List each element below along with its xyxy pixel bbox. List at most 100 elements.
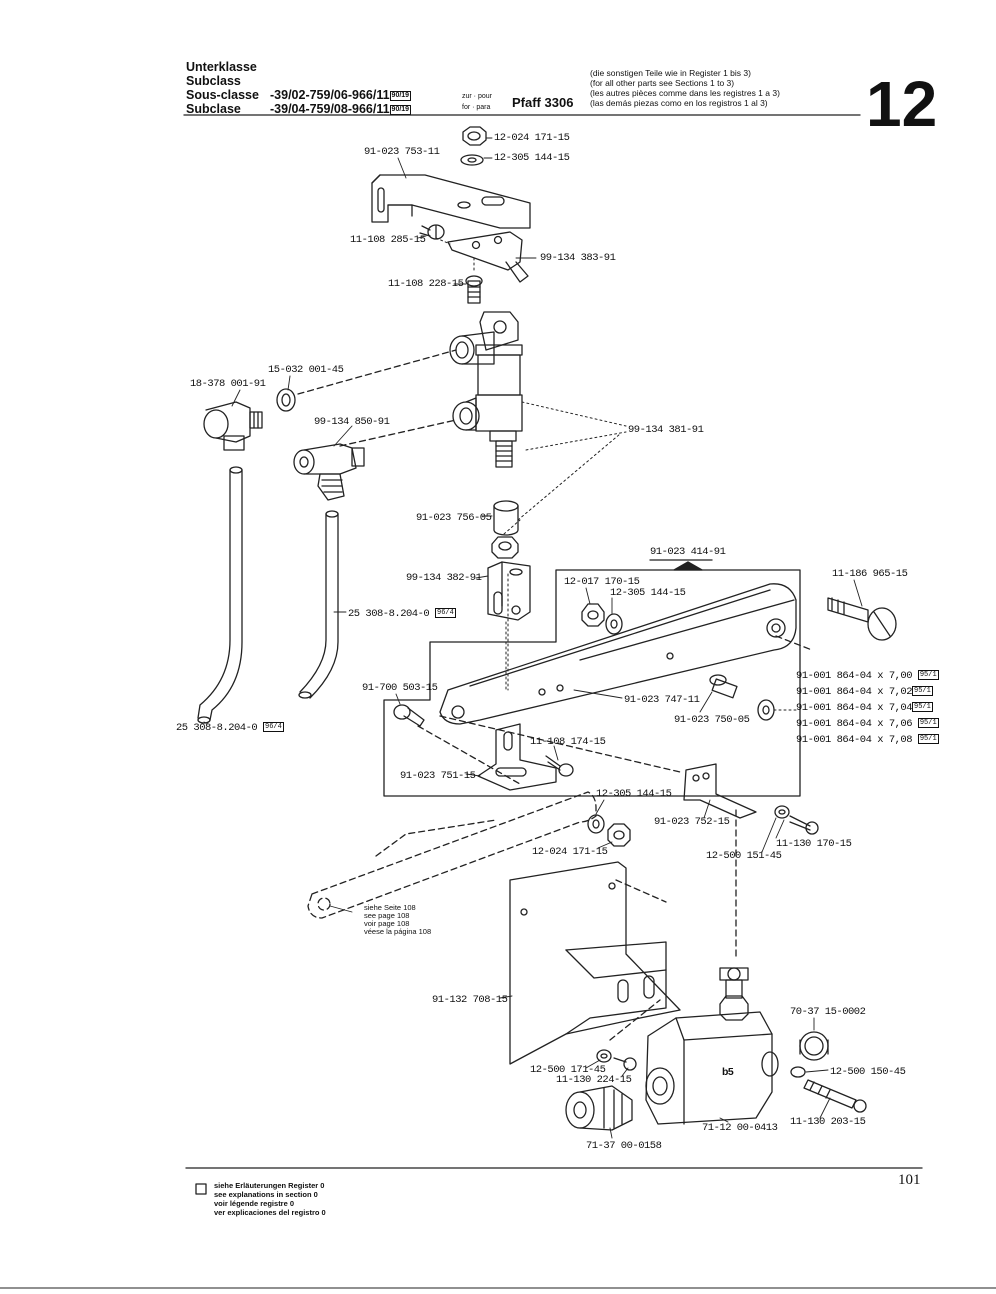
- pin: [709, 674, 738, 699]
- washer: [587, 814, 605, 834]
- long-screw: [803, 1079, 867, 1113]
- part-label: 12-305 144-15: [596, 788, 672, 800]
- part-label: 91-132 708-15: [432, 994, 508, 1006]
- part-label: 71-37 00-0158: [586, 1140, 662, 1152]
- badge: 95/1: [917, 734, 939, 745]
- slotted-bracket: [477, 723, 557, 791]
- angle-bracket-small: [683, 763, 757, 819]
- part-label: 12-305 144-15: [610, 587, 686, 599]
- see-page-note-en: see page 108: [364, 911, 410, 920]
- screw: [419, 224, 445, 240]
- badge: 95/1: [917, 670, 939, 681]
- part-label: 11-108 174-15: [530, 736, 606, 748]
- part-label: 70-37 15-0002: [790, 1006, 866, 1018]
- spacer-sleeve: [493, 500, 519, 536]
- header-label-subclass: Subclass: [186, 74, 241, 88]
- header-note-de: (die sonstigen Teile wie in Register 1 b…: [590, 68, 751, 78]
- header-label-subclase: Subclase: [186, 102, 241, 116]
- section-number: 12: [866, 68, 938, 140]
- header-note-en: (for all other parts see Sections 1 to 3…: [590, 78, 735, 88]
- header-note-es: (las demás piezas como en los registros …: [590, 98, 768, 108]
- part-label: 12-017 170-15: [564, 576, 640, 588]
- part-label: 99-134 383-91: [540, 252, 616, 264]
- footer-line-de: siehe Erläuterungen Register 0: [214, 1181, 325, 1190]
- part-label: 91-023 751-15: [400, 770, 476, 782]
- see-page-note-es: véese la página 108: [364, 927, 432, 936]
- hex-nut: [581, 603, 605, 627]
- header-for-para: for · para: [462, 104, 491, 111]
- shoulder-screw: [827, 597, 897, 641]
- part-label: 91-700 503-15: [362, 682, 438, 694]
- screw: [465, 275, 483, 304]
- elbow-fitting: [203, 401, 263, 451]
- legend-box-icon: [195, 1183, 207, 1195]
- header-zur-pour: zur · pour: [462, 93, 492, 100]
- hex-nut: [607, 823, 631, 847]
- screw: [545, 755, 574, 777]
- limit-switch: [645, 967, 779, 1125]
- part-label: 11-186 965-15: [832, 568, 908, 580]
- leader-lines: [435, 237, 797, 711]
- part-label: 11-108 285-15: [350, 234, 426, 246]
- part-label: 99-134 850-91: [314, 416, 390, 428]
- switch-designation: b5: [722, 1066, 734, 1078]
- cable-gland: [565, 1085, 633, 1131]
- assembly-lines: [297, 349, 813, 1041]
- part-label: 11-130 203-15: [790, 1116, 866, 1128]
- air-tube: [197, 466, 243, 724]
- badge: 95/1: [912, 686, 933, 697]
- mounting-plate: [447, 231, 529, 283]
- part-label: 99-134 381-91: [628, 424, 704, 436]
- washer: [460, 154, 484, 166]
- footer-line-en: see explanations in section 0: [214, 1190, 318, 1199]
- part-label: 11-130 224-15: [556, 1074, 632, 1086]
- blanking-plug: [799, 1031, 829, 1061]
- part-label: 12-305 144-15: [494, 152, 570, 164]
- switch-mounting-plate: [509, 861, 681, 1065]
- see-page-note-fr: voir page 108: [364, 919, 410, 928]
- part-label: 12-024 171-15: [532, 846, 608, 858]
- header-label-unterklasse: Unterklasse: [186, 60, 257, 74]
- part-label: 25 308-8.204-0 96/4: [176, 722, 284, 734]
- assembly-marker-triangle: [673, 561, 703, 571]
- washer: [605, 613, 623, 635]
- label-leaders: [203, 137, 863, 1139]
- hex-nut: [491, 536, 519, 559]
- part-label-assembly: 91-023 414-91: [650, 546, 726, 558]
- lever-arm: [439, 583, 797, 725]
- part-label: 15-032 001-45: [268, 364, 344, 376]
- badge: 95/1: [917, 718, 939, 729]
- part-label: 99-134 382-91: [406, 572, 482, 584]
- screw: [789, 815, 819, 835]
- badge: 95/1: [912, 702, 933, 713]
- header-model: Pfaff 3306: [512, 95, 574, 110]
- clevis: [487, 561, 531, 621]
- footer-line-es: ver explicaciones del registro 0: [214, 1208, 326, 1217]
- angle-bracket: [371, 174, 531, 229]
- shim-label: 91-001 864-04 x 7,08 95/1: [796, 734, 939, 746]
- part-label: 11-108 228-15: [388, 278, 464, 290]
- part-label: 25 308-8.204-0 96/4: [348, 608, 456, 620]
- push-in-fitting: [293, 443, 365, 501]
- part-label: 71-12 00-0413: [702, 1122, 778, 1134]
- hex-nut: [462, 126, 487, 146]
- shim-label: 91-001 864-04 x 7,06 95/1: [796, 718, 939, 730]
- part-label: 12-500 150-45: [830, 1066, 906, 1078]
- pneumatic-valve: [449, 311, 523, 468]
- part-label: 11-130 170-15: [776, 838, 852, 850]
- washer: [774, 805, 790, 819]
- header-note-fr: (les autres pièces comme dans les regist…: [590, 88, 780, 98]
- page-number: 101: [898, 1172, 921, 1188]
- part-label: 12-500 151-45: [706, 850, 782, 862]
- part-label: 91-023 753-11: [364, 146, 440, 158]
- o-ring: [790, 1066, 806, 1078]
- part-label: 18-378 001-91: [190, 378, 266, 390]
- part-label: 91-023 756-05: [416, 512, 492, 524]
- o-ring: [276, 388, 296, 412]
- badge: 96/4: [263, 722, 284, 733]
- air-tube: [298, 510, 339, 699]
